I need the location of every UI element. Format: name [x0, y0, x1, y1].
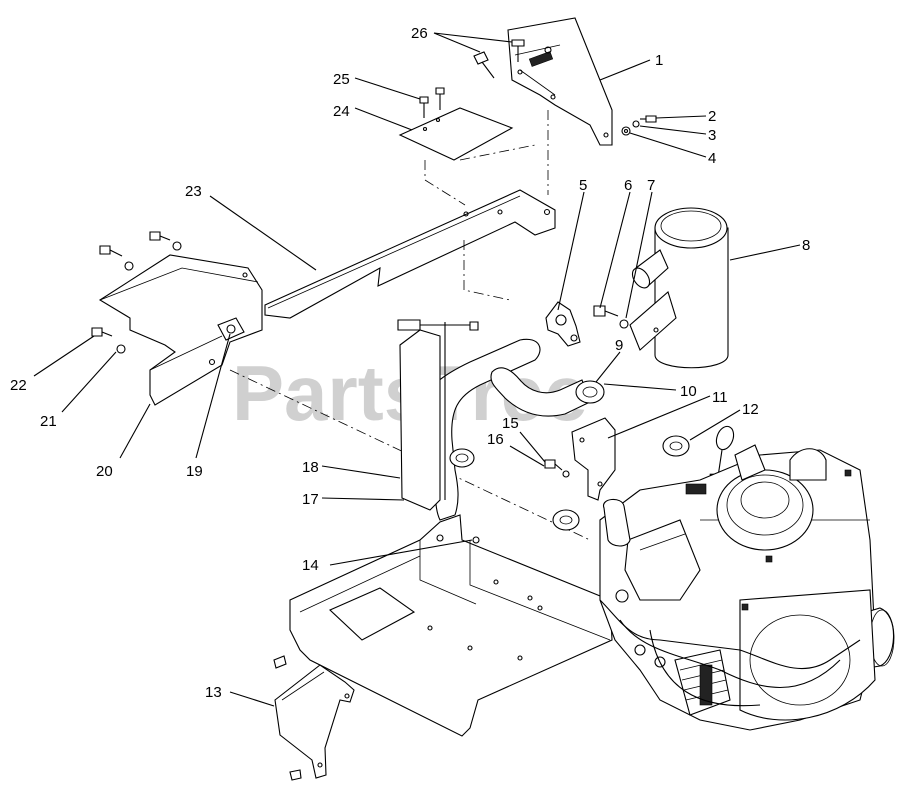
- parts-6-7-bolt-nut: [593, 305, 629, 329]
- part-1-bracket: [507, 17, 613, 146]
- part-10-exhaust-elbow: [490, 367, 605, 417]
- callout-18: 18: [302, 459, 319, 476]
- callout-1: 1: [655, 52, 663, 69]
- callout-12: 12: [742, 401, 759, 418]
- callout-15: 15: [502, 415, 519, 432]
- callout-labels: 1 2 3 4 5 6 7 8 9 10 11 12 13 14 15 16 1…: [10, 25, 810, 701]
- callout-25: 25: [333, 71, 350, 88]
- callout-3: 3: [708, 127, 716, 144]
- callout-2: 2: [708, 108, 716, 125]
- part-14-frame-plate: [289, 514, 613, 737]
- callout-8: 8: [802, 237, 810, 254]
- engine-assembly: [599, 444, 895, 731]
- callout-14: 14: [302, 557, 319, 574]
- part-11-bracket: [571, 417, 616, 501]
- callout-17: 17: [302, 491, 319, 508]
- callout-5: 5: [579, 177, 587, 194]
- parts-21-22-bolts: [91, 231, 182, 354]
- callout-6: 6: [624, 177, 632, 194]
- parts-15-16-bolts: [544, 459, 570, 478]
- callout-26: 26: [411, 25, 428, 42]
- callout-13: 13: [205, 684, 222, 701]
- callout-11: 11: [712, 389, 728, 406]
- leader-lines: [33, 32, 801, 707]
- part-23-long-bracket: [264, 189, 556, 319]
- callout-21: 21: [40, 413, 57, 430]
- callout-7: 7: [647, 177, 655, 194]
- part-25-screws: [419, 87, 445, 118]
- callout-4: 4: [708, 150, 716, 167]
- callout-20: 20: [96, 463, 113, 480]
- part-13-lower-shield: [273, 655, 355, 781]
- part-26-fasteners: [473, 39, 525, 79]
- parts-2-3-4-hardware: [621, 115, 657, 136]
- part-8-muffler: [629, 207, 729, 369]
- callout-9: 9: [615, 337, 623, 354]
- callout-10: 10: [680, 383, 697, 400]
- part-24-cover-plate: [398, 107, 514, 161]
- part-19-spacer: [217, 317, 245, 341]
- callout-22: 22: [10, 377, 27, 394]
- callout-23: 23: [185, 183, 202, 200]
- callout-19: 19: [186, 463, 203, 480]
- part-12-gaskets: [552, 435, 690, 531]
- part-18-exhaust-pipe: [397, 319, 541, 521]
- part-20-heat-shield: [98, 254, 263, 406]
- part-5-clamp: [545, 301, 581, 347]
- callout-16: 16: [487, 431, 504, 448]
- callout-24: 24: [333, 103, 350, 120]
